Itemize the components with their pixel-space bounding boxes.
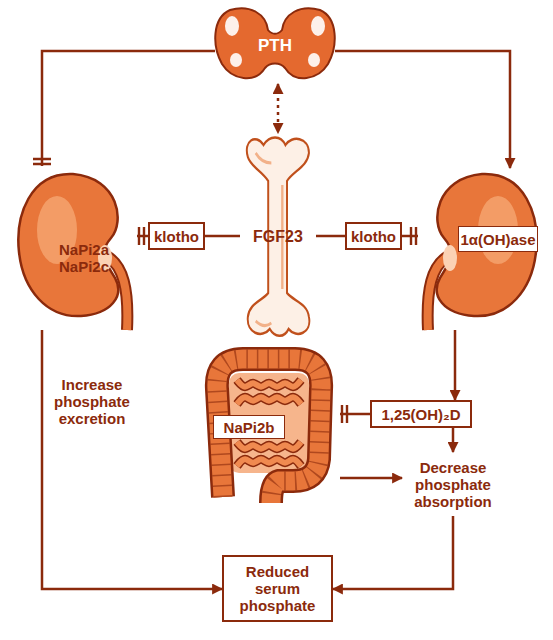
small-intestine-outline (237, 442, 301, 449)
gland-spot (230, 53, 242, 67)
parathyroid-gland: PTH (210, 4, 340, 84)
colon-outline (217, 359, 321, 503)
text-holder: 1α(OH)ase (458, 226, 538, 252)
connector (340, 413, 370, 416)
colon (217, 359, 321, 503)
small-intestine-outline (237, 397, 301, 404)
bone: FGF23 (240, 133, 316, 340)
bone-outline (247, 138, 310, 336)
kidney: 1α(OH)ase (418, 168, 540, 330)
connector (452, 428, 455, 452)
kidney: NaPi2a NaPi2c (15, 168, 137, 330)
connector-group (42, 51, 510, 589)
outcome-label: Reduced serum phosphate (234, 563, 321, 614)
connector (333, 516, 453, 589)
edge-label: Increase phosphate excretion (44, 376, 140, 427)
connector (42, 330, 222, 589)
transporter-label: NaPi2a NaPi2c (53, 241, 115, 275)
klotho-box: klotho (148, 222, 205, 250)
connector (316, 235, 345, 238)
kidney-outline (18, 174, 118, 316)
connector (402, 235, 418, 238)
kidney-hilum (443, 245, 457, 271)
enzyme-label: 1α(OH)ase (460, 231, 535, 248)
connector (42, 51, 215, 166)
small-intestine-outline (237, 380, 301, 387)
gland-spot (311, 16, 325, 36)
effect-label: Decrease phosphate absorption (402, 459, 504, 510)
small-intestine (237, 380, 301, 387)
text-holder: FGF23 (240, 225, 316, 247)
connector (454, 330, 457, 400)
colon-folds (217, 359, 321, 503)
connector (277, 84, 280, 133)
small-intestine-outline (237, 459, 301, 466)
small-intestine (237, 459, 301, 466)
text-holder: NaPi2a NaPi2c (53, 238, 115, 278)
cofactor-label: klotho (351, 228, 396, 245)
gland-outline (215, 8, 334, 78)
kidney-drawing (18, 174, 127, 330)
transporter-label: NaPi2b (224, 419, 275, 436)
cofactor-label: klotho (154, 228, 199, 245)
kidney-outline (437, 174, 537, 316)
gland-spot (308, 53, 320, 67)
small-intestine (237, 397, 301, 404)
outcome-box: Reduced serum phosphate (222, 555, 333, 622)
hormone-label: 1,25(OH)₂D (381, 406, 460, 423)
vitamin-d-box: 1,25(OH)₂D (370, 400, 472, 428)
connector (205, 235, 240, 238)
intestine: NaPi2b (195, 343, 340, 505)
hormone-label: FGF23 (253, 228, 303, 245)
text-holder: PTH (245, 32, 305, 58)
connector (137, 235, 148, 238)
text-holder: NaPi2b (213, 415, 285, 439)
gland-spot (225, 16, 239, 36)
outcome-text: Decrease phosphate absorption (402, 452, 504, 516)
connector (335, 51, 510, 168)
klotho-box: klotho (345, 222, 402, 250)
connector (340, 477, 402, 480)
small-intestine (237, 442, 301, 449)
hormone-label: PTH (258, 37, 292, 54)
